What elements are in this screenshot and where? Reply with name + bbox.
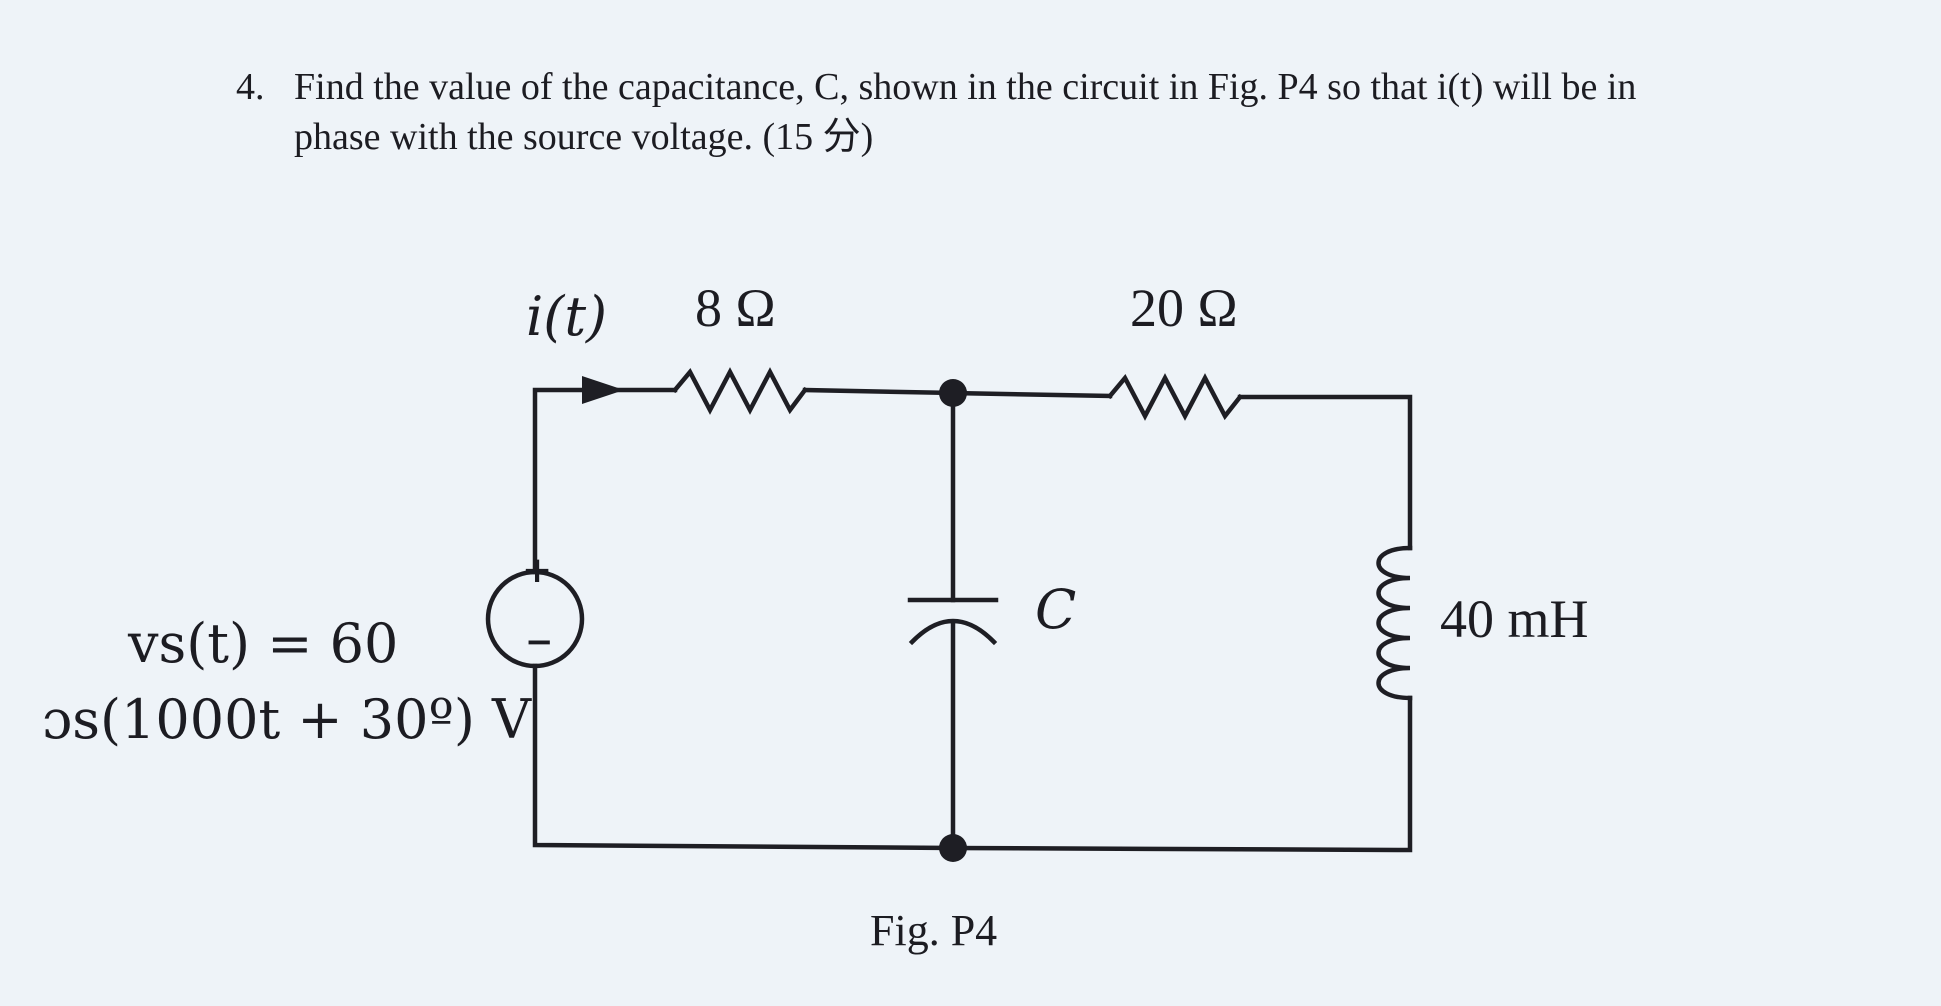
node-bottom: [939, 834, 967, 862]
current-arrow: [582, 376, 624, 404]
wire-node-to-r2: [950, 390, 1113, 399]
inductor-40mh: [1376, 545, 1413, 701]
problem-text-line-1: Find the value of the capacitance, C, sh…: [294, 66, 1637, 108]
source-minus-sign: −: [525, 622, 554, 662]
voltage-source: [485, 569, 585, 669]
wire-left-bottom: [532, 663, 956, 851]
source-equation-line-2: ɔs(1000t + 30º) V: [42, 688, 532, 751]
wire-right-top: [1237, 394, 1413, 551]
resistor-8-ohm: [671, 367, 809, 415]
problem-text-line-2: phase with the source voltage. (15 分): [294, 116, 874, 158]
node-top: [939, 379, 967, 407]
current-label: i(t): [526, 285, 608, 348]
problem-number: 4.: [236, 66, 265, 108]
source-equation-line-1: vs(t) = 60: [128, 612, 399, 675]
wire-r1-to-node: [802, 387, 956, 396]
source-plus-sign: +: [522, 550, 553, 591]
wire-right-bottom: [950, 695, 1413, 853]
capacitor-label: C: [1035, 578, 1077, 641]
wire-left-top: [532, 387, 678, 575]
inductor-label: 40 mH: [1440, 589, 1589, 649]
resistor-20-ohm-label: 20 Ω: [1130, 278, 1238, 338]
figure-caption: Fig. P4: [870, 906, 998, 955]
resistor-8-ohm-label: 8 Ω: [695, 278, 776, 338]
resistor-20-ohm: [1106, 373, 1244, 421]
